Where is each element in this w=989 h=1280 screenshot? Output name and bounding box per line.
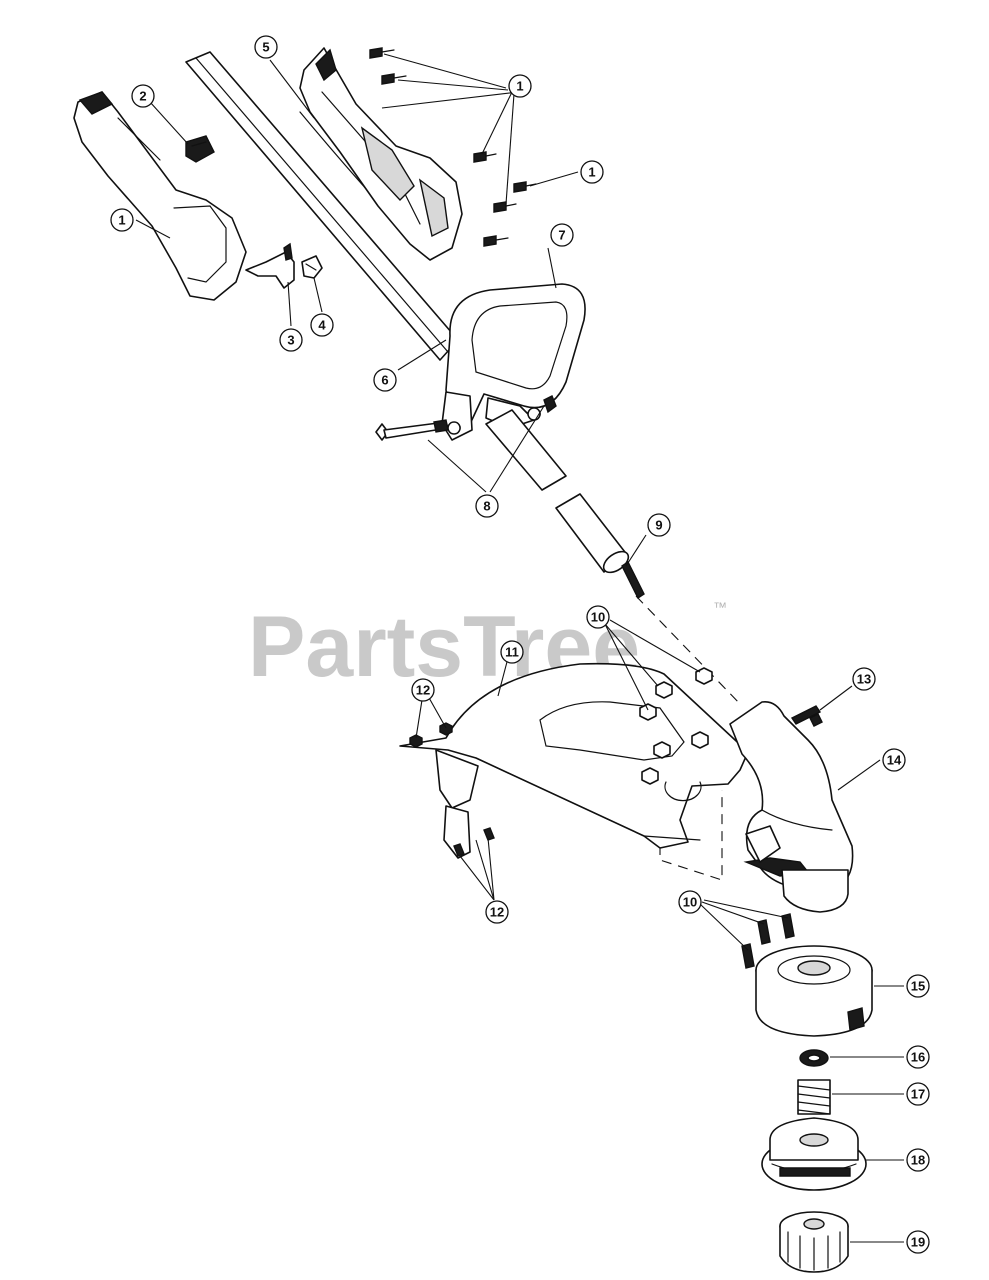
leader-lines [135, 53, 904, 1243]
callout-label: 1 [588, 165, 595, 180]
trigger [245, 242, 295, 289]
callout-label: 2 [139, 89, 146, 104]
callout-3: 3 [279, 328, 303, 352]
callout-label: 17 [911, 1087, 925, 1102]
lower-shaft [485, 409, 630, 574]
callout-10-top: 10 [586, 605, 610, 629]
callout-15: 15 [906, 974, 930, 998]
callout-label: 16 [911, 1050, 925, 1065]
callout-13: 13 [852, 667, 876, 691]
callout-label: 11 [505, 645, 519, 660]
callout-label: 19 [911, 1235, 925, 1250]
rear-handle-left-half [73, 91, 247, 301]
callout-10-bottom: 10 [678, 890, 702, 914]
guard-nuts [639, 667, 713, 785]
callout-2: 2 [131, 84, 155, 108]
callout-label: 4 [318, 318, 326, 333]
callout-label: 18 [911, 1153, 925, 1168]
housing-screws [741, 913, 795, 969]
callout-label: 5 [262, 40, 269, 55]
callout-16: 16 [906, 1045, 930, 1069]
callout-1-top: 1 [508, 74, 532, 98]
callout-label: 8 [483, 499, 490, 514]
callout-label: 1 [516, 79, 523, 94]
callout-label: 13 [857, 672, 871, 687]
assist-handle [441, 283, 586, 441]
screw-group-handle [369, 47, 537, 247]
callout-17: 17 [906, 1082, 930, 1106]
callout-1-left: 1 [110, 208, 134, 232]
callout-label: 12 [416, 683, 430, 698]
callout-label: 1 [118, 213, 125, 228]
callout-label: 10 [683, 895, 697, 910]
assembly-guide-box [659, 760, 723, 881]
motor-housing [729, 700, 854, 913]
small-nuts-and-screws [409, 722, 495, 857]
callout-4: 4 [310, 313, 334, 337]
washer [799, 1049, 829, 1067]
spool-housing [755, 945, 873, 1037]
callout-label: 14 [887, 753, 902, 768]
assembly-centerline [635, 595, 743, 707]
callout-5: 5 [254, 35, 278, 59]
callout-8: 8 [475, 494, 499, 518]
callout-label: 6 [381, 373, 388, 388]
watermark-trademark: ™ [713, 599, 727, 615]
callout-14: 14 [882, 748, 906, 772]
callout-label: 15 [911, 979, 925, 994]
spool-spring [797, 1079, 831, 1115]
callout-label: 12 [490, 905, 504, 920]
rear-handle-right-half [299, 47, 463, 261]
callout-12-bottom: 12 [485, 900, 509, 924]
callout-9: 9 [647, 513, 671, 537]
callout-label: 3 [287, 333, 294, 348]
callout-label: 7 [558, 228, 565, 243]
grass-guard [399, 662, 749, 859]
callout-label: 9 [655, 518, 662, 533]
callout-11: 11 [500, 640, 524, 664]
trigger-spring [301, 255, 323, 279]
callout-18: 18 [906, 1148, 930, 1172]
trigger-switch [185, 135, 215, 163]
callout-7: 7 [550, 223, 574, 247]
callout-label: 10 [591, 610, 605, 625]
drive-rod [621, 560, 645, 600]
callout-6: 6 [373, 368, 397, 392]
callout-12-top: 12 [411, 678, 435, 702]
housing-screw-top [790, 705, 822, 725]
callout-1-right: 1 [580, 160, 604, 184]
bump-knob [779, 1211, 849, 1273]
callout-19: 19 [906, 1230, 930, 1254]
line-spool [761, 1117, 867, 1191]
